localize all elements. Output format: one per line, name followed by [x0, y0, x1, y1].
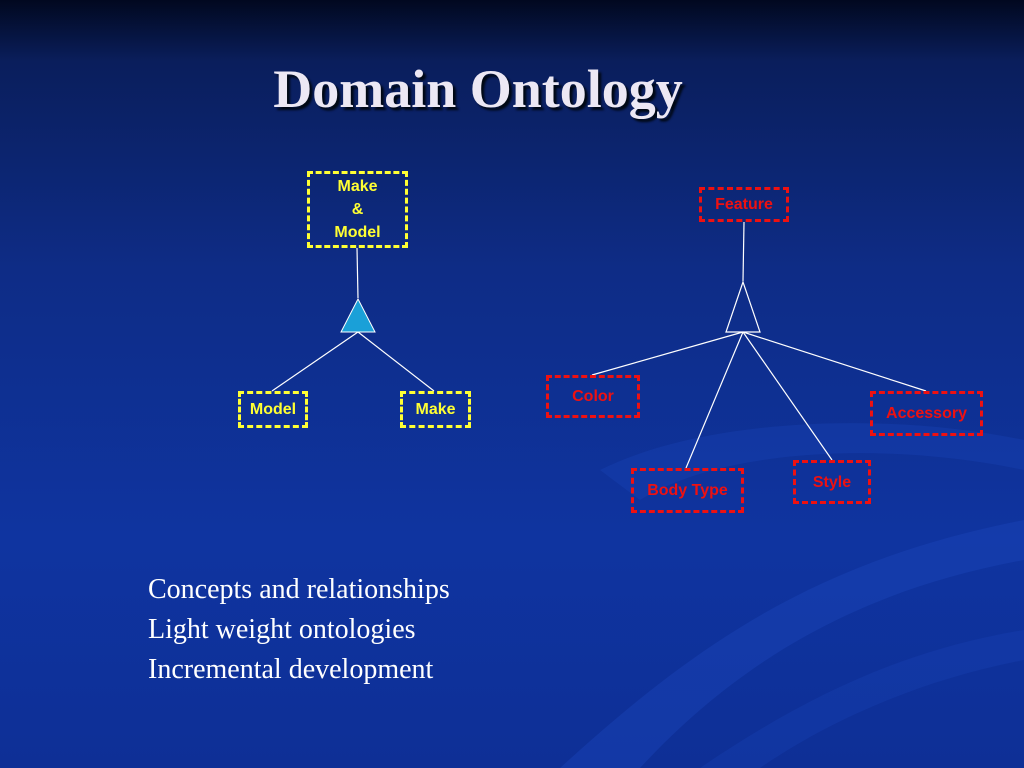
node-make-model: Make & Model [307, 171, 408, 248]
connector-feature-to-triangle [742, 221, 745, 282]
node-body-type: Body Type [631, 468, 744, 513]
connector-root-to-triangle [356, 247, 359, 299]
slide-title: Domain Ontology [273, 59, 683, 119]
bullet-item: Incremental development [148, 654, 434, 685]
connector-to-accessory [742, 331, 927, 392]
connector-to-color [591, 331, 744, 376]
connector-to-style [742, 331, 833, 461]
node-feature: Feature [699, 187, 789, 222]
subclass-triangle-feature [725, 280, 761, 333]
node-make: Make [400, 391, 471, 428]
bullet-list: Concepts and relationships Light weight … [148, 570, 450, 690]
connector-to-model [271, 331, 359, 392]
node-style: Style [793, 460, 871, 504]
bullet-item: Light weight ontologies [148, 614, 416, 645]
node-model: Model [238, 391, 308, 428]
connector-to-make [357, 331, 435, 392]
bullet-item: Concepts and relationships [148, 574, 450, 605]
connector-to-body-type [685, 331, 744, 469]
subclass-triangle-make-model [340, 297, 376, 333]
node-color: Color [546, 375, 640, 418]
node-accessory: Accessory [870, 391, 983, 436]
